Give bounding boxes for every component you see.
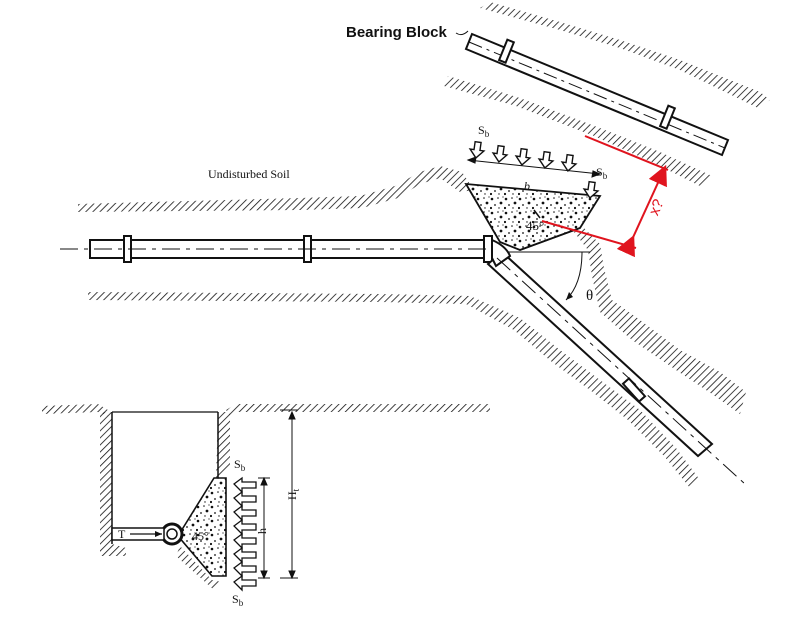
section-left-wall — [100, 412, 126, 556]
section-angle-45-label: 45° — [192, 529, 209, 543]
45-degree-line — [519, 227, 581, 251]
hollow-arrow-icon — [582, 180, 600, 199]
bent-pipe — [486, 238, 746, 485]
x-question-label: x? — [646, 197, 668, 218]
section-ground-left — [42, 404, 108, 416]
section-block-soil — [176, 546, 222, 590]
sb-label-top-left: Sb — [478, 123, 490, 139]
angle-45-label: 45° — [526, 218, 544, 233]
section-pipe — [160, 522, 184, 546]
hollow-arrow-icon — [468, 140, 486, 159]
hollow-arrow-icon — [233, 574, 257, 592]
bearing-block-label: Bearing Block — [346, 24, 448, 41]
hollow-arrow-icon — [233, 518, 257, 536]
red-dimension-arrow — [616, 164, 667, 258]
inset-lower-soil — [444, 76, 712, 186]
dimension-h — [258, 476, 270, 580]
b-label: b — [524, 179, 530, 193]
hollow-arrow-icon — [233, 560, 257, 578]
bearing-block-leader — [455, 30, 469, 36]
hollow-arrow-icon — [491, 144, 509, 163]
right-soil — [574, 226, 746, 414]
thrust-arrows-side — [233, 476, 257, 592]
dimension-b — [466, 156, 602, 178]
section-view: T 45° Sb Sb h — [42, 404, 490, 608]
lower-soil — [88, 292, 700, 488]
section-right-wall — [216, 412, 230, 480]
section-ground-right — [226, 404, 490, 418]
hollow-arrow-icon — [233, 532, 257, 550]
theta-arc — [565, 251, 583, 301]
hollow-arrow-icon — [537, 150, 555, 169]
hollow-arrow-icon — [560, 153, 578, 172]
hollow-arrow-icon — [233, 490, 257, 508]
upper-soil — [78, 166, 474, 212]
horizontal-pipe — [60, 235, 493, 263]
plan-view: 45° b Sb Sb θ Undisturbed Soil — [60, 123, 746, 488]
hollow-arrow-icon — [514, 147, 532, 166]
trench-outline — [111, 412, 219, 544]
theta-arrow-head — [566, 292, 573, 300]
section-thrust-block — [177, 477, 227, 577]
bearing-block-inset: Bearing Block — [346, 2, 770, 186]
dimension-ht — [280, 409, 298, 580]
sb-label-side-top: Sb — [234, 457, 246, 473]
red-annotation: x? — [541, 135, 669, 258]
hollow-arrow-icon — [233, 476, 257, 494]
sb-label-side-bottom: Sb — [232, 592, 244, 608]
hollow-arrow-icon — [233, 504, 257, 522]
theta-label: θ — [586, 288, 593, 304]
inset-upper-soil — [480, 2, 770, 108]
section-pipe-inner — [166, 528, 178, 540]
thrust-arrows-top — [468, 140, 600, 199]
red-line-upper — [584, 135, 669, 171]
T-arrow-head — [155, 531, 162, 537]
ht-label: Ht — [285, 488, 301, 500]
T-label: T — [118, 527, 126, 541]
sb-label-top-right: Sb — [596, 165, 608, 181]
hollow-arrow-icon — [233, 546, 257, 564]
undisturbed-soil-label: Undisturbed Soil — [208, 167, 290, 181]
h-label: h — [255, 528, 269, 534]
inset-pipe — [464, 32, 730, 157]
45-tick — [533, 209, 541, 219]
